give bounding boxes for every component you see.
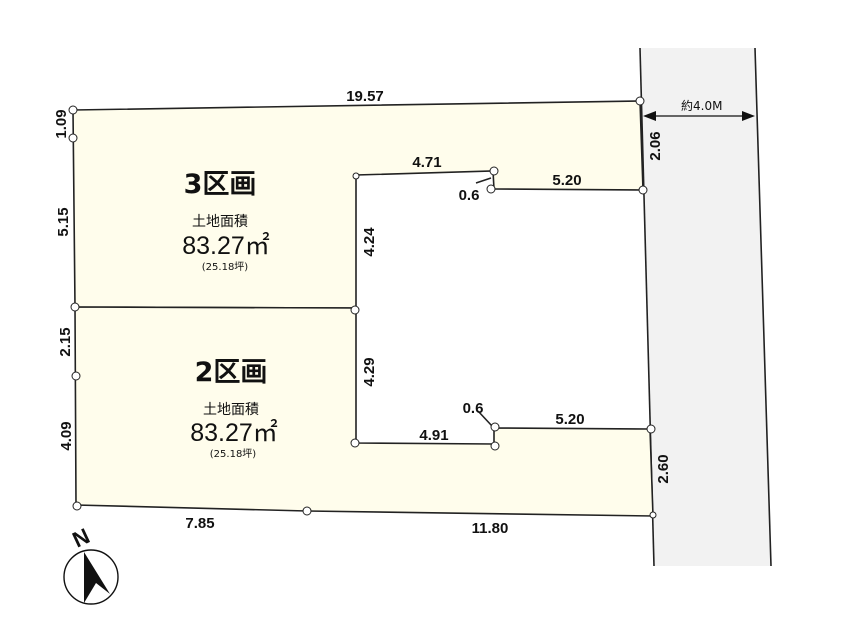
lot-3-title: 3区画 xyxy=(184,169,257,200)
road-right-edge xyxy=(754,47,772,567)
dim-inner-2-right: 5.20 xyxy=(555,411,584,428)
lot-3-area xyxy=(72,100,644,309)
step-tick-3 xyxy=(475,177,492,184)
dim-inner-2-bottom: 4.91 xyxy=(419,427,448,444)
dim-left-top: 1.09 xyxy=(53,109,70,138)
dim-inner-3-top: 4.71 xyxy=(412,154,441,171)
dim-inner-2-vertical: 4.29 xyxy=(361,357,378,386)
lot-2-area-label: 土地面積 xyxy=(203,402,259,418)
dim-right-bottom: 2.60 xyxy=(655,454,672,483)
dim-inner-3-right: 5.20 xyxy=(552,172,581,189)
dim-left-2b: 4.09 xyxy=(58,421,75,450)
dim-bottom-left: 7.85 xyxy=(185,515,214,532)
dim-inner-3-vertical: 4.24 xyxy=(361,227,378,257)
road-strip xyxy=(640,48,771,566)
dim-top: 19.57 xyxy=(346,88,384,105)
dim-inner-3-step: 0.6 xyxy=(459,187,480,204)
dim-right-top: 2.06 xyxy=(647,131,664,160)
road-width-arrow xyxy=(643,111,755,121)
lot-3-area-tsubo: (25.18坪) xyxy=(202,260,249,273)
lot-2-area xyxy=(74,306,654,517)
dim-bottom-right: 11.80 xyxy=(472,520,509,537)
lot-3-area-value: 83.27㎡ xyxy=(182,232,270,260)
boundary-markers xyxy=(68,96,657,519)
road-width-label: 約4.0M xyxy=(681,98,722,113)
lot-2-area-tsubo: (25.18坪) xyxy=(210,447,257,460)
dim-inner-2-step: 0.6 xyxy=(463,400,484,417)
step-tick-2 xyxy=(477,410,493,427)
lot-2-title: 2区画 xyxy=(195,357,268,388)
dim-left-2a: 2.15 xyxy=(57,327,74,356)
lot-2-area-value: 83.27㎡ xyxy=(190,419,278,447)
compass-north-label: N xyxy=(69,523,94,552)
north-compass-icon xyxy=(63,549,119,605)
dim-left-3: 5.15 xyxy=(55,207,72,236)
lot-3-area-label: 土地面積 xyxy=(192,214,248,230)
